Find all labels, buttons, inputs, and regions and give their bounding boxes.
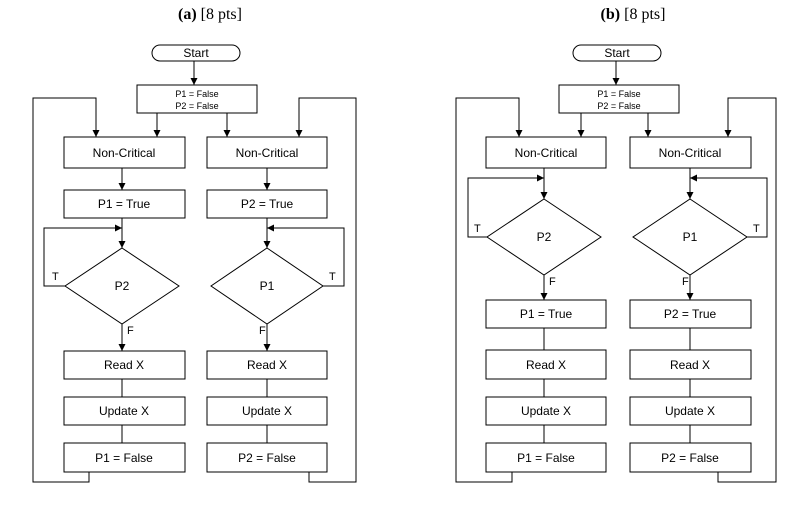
- set-flag-box: [206, 189, 328, 219]
- start-label: Start: [183, 46, 209, 60]
- noncritical-box: [629, 136, 752, 169]
- reset-flag-label: P2 = False: [661, 451, 719, 465]
- init-p2-label: P2 = False: [597, 101, 640, 111]
- diagram-a: (a) [8 pts] Start P1 = False P2 = False …: [32, 6, 357, 483]
- set-flag-label: P1 = True: [520, 307, 573, 321]
- noncritical-label: Non-Critical: [515, 146, 578, 160]
- init-box: P1 = False P2 = False: [558, 84, 680, 114]
- update-label: Update X: [665, 404, 715, 418]
- start-label: Start: [604, 46, 630, 60]
- read-label: Read X: [526, 358, 566, 372]
- noncritical-label: Non-Critical: [93, 146, 156, 160]
- read-box: [63, 350, 186, 380]
- decision-label: P1: [683, 230, 698, 244]
- start-terminal: Start: [572, 44, 662, 62]
- diagram-b: (b) [8 pts] Start P1 = False P2 = False …: [455, 6, 777, 483]
- reset-flag-label: P1 = False: [517, 451, 575, 465]
- false-label: F: [127, 325, 134, 337]
- set-flag-box: [63, 189, 186, 219]
- noncritical-label: Non-Critical: [659, 146, 722, 160]
- false-label: F: [682, 276, 689, 288]
- init-box: P1 = False P2 = False: [136, 84, 258, 114]
- reset-flag-box: [206, 442, 328, 473]
- reset-flag-box: [485, 442, 607, 473]
- read-box: [206, 350, 328, 380]
- decision-label: P1: [260, 279, 275, 293]
- true-label: T: [753, 223, 760, 235]
- set-flag-label: P2 = True: [664, 307, 717, 321]
- noncritical-label: Non-Critical: [236, 146, 299, 160]
- update-label: Update X: [521, 404, 571, 418]
- update-label: Update X: [242, 404, 292, 418]
- set-flag-label: P2 = True: [241, 197, 294, 211]
- set-flag-box: [629, 299, 752, 329]
- noncritical-box: [63, 136, 186, 169]
- read-label: Read X: [104, 358, 144, 372]
- init-p2-label: P2 = False: [175, 101, 218, 111]
- read-label: Read X: [247, 358, 287, 372]
- true-label: T: [52, 271, 59, 283]
- start-terminal: Start: [151, 44, 241, 62]
- reset-flag-label: P1 = False: [95, 451, 153, 465]
- update-box: [63, 396, 186, 426]
- reset-flag-box: [63, 442, 186, 473]
- decision-label: P2: [115, 279, 130, 293]
- right-column: Non-Critical P2 = True P1 T F Read X Upd…: [206, 97, 357, 483]
- reset-flag-label: P2 = False: [238, 451, 296, 465]
- set-flag-box: [485, 299, 607, 329]
- right-column: Non-Critical P1 T F P2 = True Read X Upd…: [629, 97, 777, 483]
- read-box: [485, 349, 607, 380]
- false-label: F: [549, 276, 556, 288]
- true-label: T: [329, 271, 336, 283]
- noncritical-box: [206, 136, 328, 169]
- reset-flag-box: [629, 442, 752, 473]
- update-box: [485, 396, 607, 426]
- set-flag-label: P1 = True: [98, 197, 151, 211]
- init-p1-label: P1 = False: [597, 89, 640, 99]
- noncritical-box: [485, 136, 607, 169]
- update-box: [206, 396, 328, 426]
- left-column: Non-Critical P2 T F P1 = True Read X Upd…: [455, 97, 607, 483]
- diagram-b-caption: (b) [8 pts]: [601, 6, 666, 23]
- true-label: T: [474, 223, 481, 235]
- init-p1-label: P1 = False: [175, 89, 218, 99]
- decision-label: P2: [537, 230, 552, 244]
- read-box: [629, 349, 752, 380]
- update-label: Update X: [99, 404, 149, 418]
- false-label: F: [259, 325, 266, 337]
- left-column: Non-Critical P1 = True P2 T F Read X Upd…: [32, 97, 186, 483]
- diagram-a-caption: (a) [8 pts]: [178, 6, 242, 23]
- read-label: Read X: [670, 358, 710, 372]
